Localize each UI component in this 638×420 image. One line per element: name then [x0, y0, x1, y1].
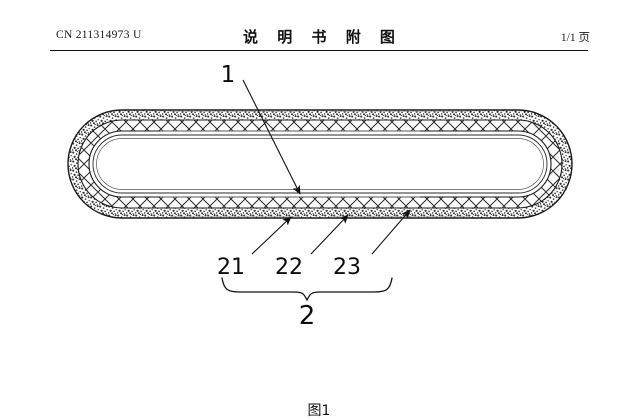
header-divider	[50, 50, 588, 51]
inner-line-layer	[92, 134, 548, 194]
loop-cross-section	[67, 109, 573, 219]
callout-label-23: 23	[333, 255, 361, 280]
callout-leaders	[242, 79, 411, 255]
figure-1: 1 21 22 23 2 图1	[0, 52, 638, 419]
page-title: 说 明 书 附 图	[243, 28, 402, 46]
leader-line-21	[251, 216, 292, 255]
callout-label-21: 21	[217, 255, 245, 280]
surface-highlights	[160, 110, 470, 218]
figure-svg: 1 21 22 23 2	[67, 62, 573, 331]
page-header: CN 211314973 U 说 明 书 附 图 1/1 页	[0, 26, 638, 52]
outer-contour	[67, 109, 573, 219]
leader-line-23	[371, 209, 411, 255]
callout-label-1: 1	[221, 62, 236, 88]
leader-line-1	[242, 79, 301, 195]
brace-label-2: 2	[299, 301, 316, 331]
grouping-brace	[221, 277, 393, 302]
stipple-lattice-boundary	[77, 119, 563, 209]
callout-label-22: 22	[275, 255, 303, 280]
lattice-inner-boundary	[88, 130, 552, 198]
publication-number: CN 211314973 U	[56, 29, 142, 41]
leader-line-22	[310, 214, 349, 255]
figure-caption: 图1	[307, 403, 331, 419]
page-indicator: 1/1 页	[560, 32, 590, 44]
